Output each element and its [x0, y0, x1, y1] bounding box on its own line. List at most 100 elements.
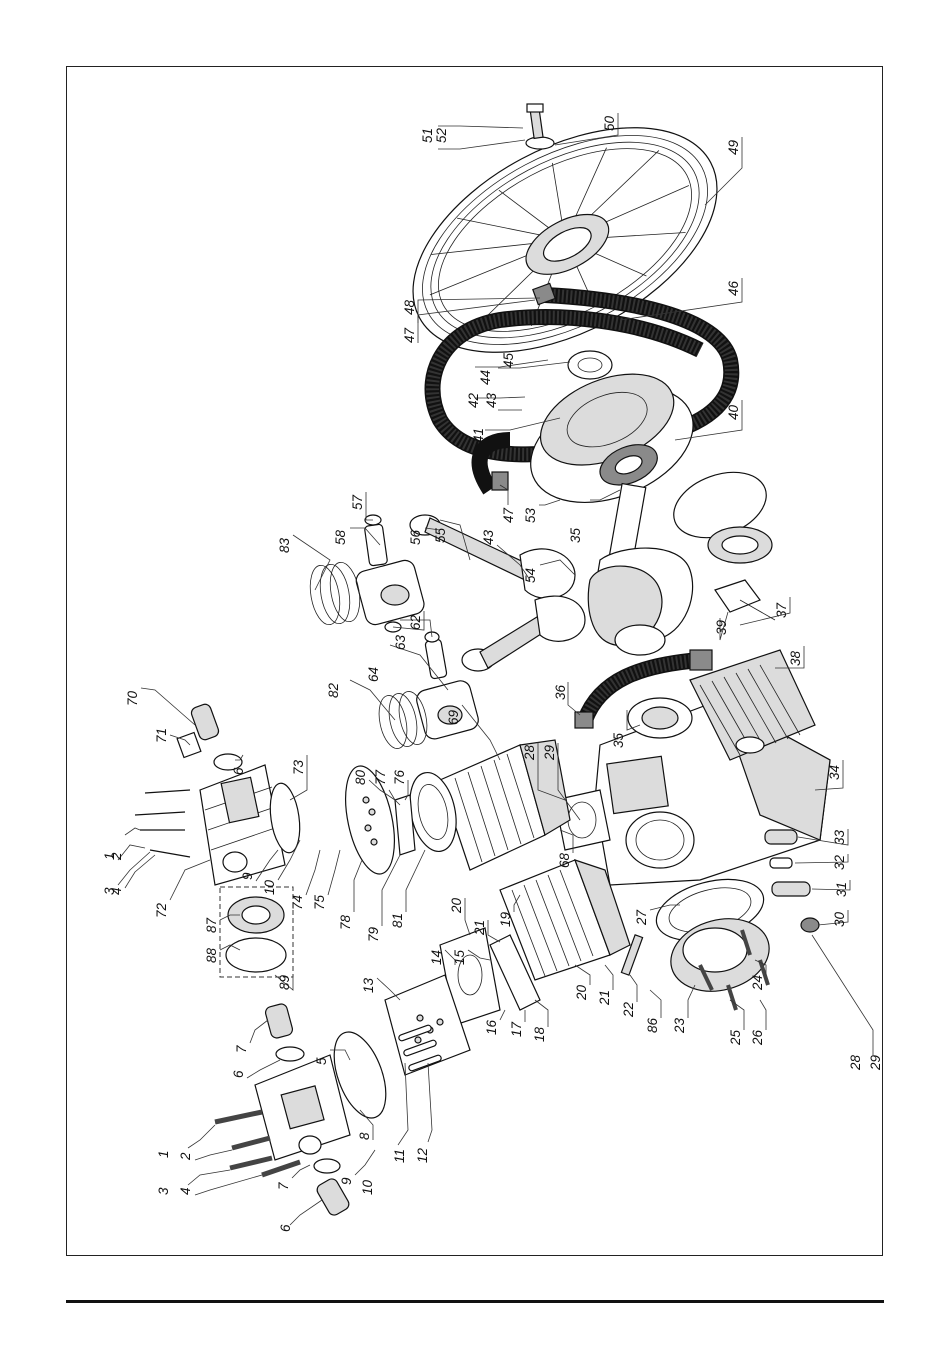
elbow-fitting-70: [177, 703, 242, 770]
callout-6c: 6: [278, 1224, 293, 1232]
callout-43b: 43: [481, 529, 496, 545]
callout-35: 35: [568, 527, 583, 543]
callout-50: 50: [602, 115, 617, 131]
callout-79: 79: [366, 926, 381, 942]
callout-68: 68: [557, 852, 572, 868]
callout-78: 78: [338, 914, 353, 930]
callout-25: 25: [728, 1029, 743, 1046]
air-filter: [226, 897, 286, 972]
callout-14: 14: [429, 950, 444, 965]
callout-63: 63: [393, 634, 408, 650]
callout-7a: 7: [234, 1045, 249, 1053]
callout-58: 58: [333, 529, 348, 545]
callout-40: 40: [726, 404, 741, 420]
callout-3b: 3: [156, 1187, 171, 1195]
callout-33: 33: [832, 829, 847, 845]
callout-28b: 28: [848, 1054, 863, 1071]
callout-51: 51: [420, 128, 435, 143]
callout-81: 81: [390, 913, 405, 928]
callout-17: 17: [509, 1021, 524, 1037]
callout-20b: 20: [574, 984, 589, 1001]
elbow-fitting-7-bottom: [314, 1159, 351, 1217]
callout-5: 5: [314, 1057, 329, 1065]
callout-41: 41: [471, 428, 486, 443]
callout-2a: 2: [109, 852, 124, 861]
callout-9a: 9: [240, 872, 255, 880]
callout-36: 36: [553, 684, 568, 700]
callout-15: 15: [452, 949, 467, 965]
elbow-fitting-7-top: [264, 1003, 304, 1061]
callout-13: 13: [361, 977, 376, 993]
shaft-seal: [628, 698, 692, 738]
callout-47b: 47: [501, 507, 516, 523]
callout-32: 32: [832, 854, 847, 870]
callout-82: 82: [326, 682, 341, 698]
callout-21b: 21: [597, 990, 612, 1006]
callout-22: 22: [621, 1001, 636, 1018]
callout-2b: 2: [178, 1152, 193, 1161]
callout-55: 55: [433, 527, 448, 543]
callout-8: 8: [357, 1132, 372, 1140]
callout-72: 72: [154, 902, 169, 918]
callout-45: 45: [501, 352, 516, 368]
callout-52: 52: [434, 127, 449, 143]
callout-88: 88: [204, 947, 219, 963]
callout-4b: 4: [178, 1187, 193, 1195]
flywheel-bolt: [526, 104, 554, 149]
callout-38: 38: [788, 650, 803, 666]
callout-6a: 6: [231, 767, 246, 775]
callout-48: 48: [402, 299, 417, 315]
callout-46: 46: [726, 280, 741, 296]
callout-35b: 35: [611, 732, 626, 748]
callout-31: 31: [834, 882, 849, 897]
callout-28a: 28: [522, 744, 537, 761]
callout-1b: 1: [156, 1150, 171, 1158]
callout-12: 12: [415, 1147, 430, 1163]
callout-71: 71: [154, 728, 169, 743]
callout-29b: 29: [868, 1054, 883, 1071]
callout-53: 53: [523, 507, 538, 523]
piston-assembly-rear: [665, 460, 776, 563]
callout-77: 77: [373, 769, 388, 785]
callout-64: 64: [366, 667, 381, 682]
callout-26: 26: [750, 1029, 765, 1046]
callout-16: 16: [484, 1019, 499, 1035]
callout-11: 11: [392, 1149, 407, 1163]
callout-75: 75: [312, 894, 327, 910]
callout-10a: 10: [262, 879, 277, 895]
callout-73: 73: [291, 759, 306, 775]
callout-6b: 6: [231, 1070, 246, 1078]
callout-80: 80: [353, 769, 368, 785]
callout-89: 89: [277, 974, 292, 990]
callout-7b: 7: [276, 1182, 291, 1190]
piston-rear: [375, 632, 481, 751]
callout-20a: 20: [449, 897, 464, 914]
callout-4a: 4: [109, 887, 124, 895]
callout-62: 62: [408, 614, 423, 630]
callout-70: 70: [125, 690, 140, 706]
callout-57: 57: [350, 494, 365, 510]
callout-19: 19: [498, 911, 513, 927]
callout-49: 49: [726, 139, 741, 155]
head-bolts-front: [135, 790, 190, 857]
connecting-rod-front: [410, 515, 575, 598]
callout-56: 56: [408, 529, 423, 545]
callout-74: 74: [290, 895, 305, 910]
callout-83: 83: [277, 537, 292, 553]
callout-18: 18: [532, 1026, 547, 1042]
callout-10b: 10: [360, 1179, 375, 1195]
callout-30: 30: [832, 911, 847, 927]
callout-86: 86: [645, 1017, 660, 1033]
callout-21a: 21: [472, 920, 487, 936]
callout-39: 39: [714, 619, 729, 635]
callout-29a: 29: [542, 744, 557, 761]
callout-87: 87: [204, 917, 219, 933]
callout-42: 42: [466, 392, 481, 408]
callout-54: 54: [523, 568, 538, 583]
callout-23: 23: [672, 1017, 687, 1034]
seal-cover: [568, 351, 612, 379]
callout-27: 27: [634, 909, 649, 926]
callout-69: 69: [446, 709, 461, 725]
callout-44: 44: [478, 370, 493, 385]
